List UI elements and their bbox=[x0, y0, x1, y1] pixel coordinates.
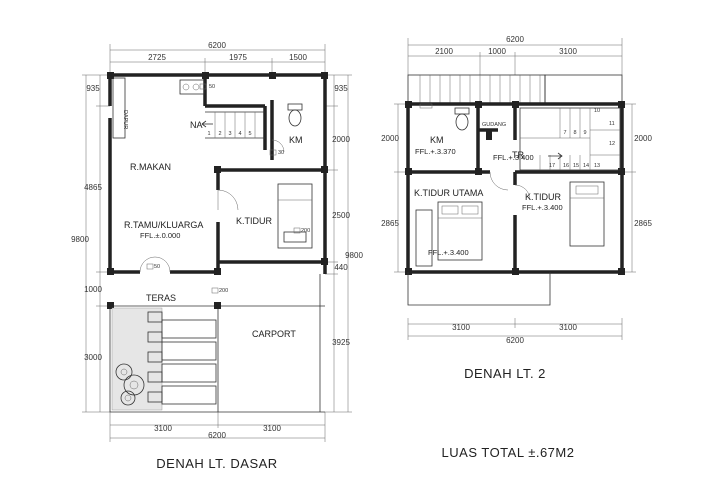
ground-dim-top-total: 6200 bbox=[208, 41, 226, 50]
ground-dim-bottom-a: 3100 bbox=[154, 424, 172, 433]
second-room-k-tidur-utama-ffl: FFL.+.3.400 bbox=[428, 248, 469, 257]
ground-paving bbox=[111, 307, 217, 411]
second-dim-top-a: 2100 bbox=[435, 47, 453, 56]
second-floor-caption: DENAH LT. 2 bbox=[464, 366, 546, 381]
ground-room-km: KM bbox=[289, 135, 303, 145]
ground-room-dapur: DAPUR bbox=[122, 110, 128, 129]
ground-columns bbox=[107, 72, 328, 309]
second-toilet-icon bbox=[419, 103, 470, 131]
ground-room-ffl: FFL.±.0.000 bbox=[140, 231, 180, 240]
ground-dim-left-d: 3000 bbox=[84, 353, 102, 362]
second-bed-icon bbox=[569, 181, 605, 247]
second-dim-top-b: 1000 bbox=[488, 47, 506, 56]
second-stair-step-16: 16 bbox=[563, 163, 569, 169]
ground-dim-left-total: 9800 bbox=[71, 235, 89, 244]
ground-bed-icon bbox=[277, 183, 313, 249]
ground-stair-step-2: 2 bbox=[218, 131, 221, 137]
ground-room-teras: TERAS bbox=[146, 293, 176, 303]
second-dim-bottom-a: 3100 bbox=[452, 323, 470, 332]
second-stair-step-11: 11 bbox=[609, 121, 615, 127]
second-dim-left-b: 2865 bbox=[381, 219, 399, 228]
second-balcony-outline bbox=[407, 272, 551, 306]
second-bottom-dimensions: 3100 3100 6200 bbox=[407, 318, 623, 345]
second-stair-step-7: 7 bbox=[563, 130, 566, 136]
ground-dim-right-c: 2500 bbox=[332, 211, 350, 220]
second-dim-right-b: 2865 bbox=[634, 219, 652, 228]
second-dim-left-a: 2000 bbox=[381, 134, 399, 143]
ground-stair-step-5: 5 bbox=[248, 131, 251, 137]
ground-right-dimensions: 935 2000 2500 440 3925 9800 bbox=[325, 74, 363, 413]
ground-tag-30: 30 bbox=[278, 150, 284, 156]
ground-tag-50b: 50 bbox=[154, 264, 160, 270]
ground-dim-top-b: 1975 bbox=[229, 53, 247, 62]
second-roof-void bbox=[407, 74, 623, 104]
second-room-k-tidur-utama: K.TIDUR UTAMA bbox=[414, 188, 483, 198]
ground-dim-right-d: 440 bbox=[334, 263, 348, 272]
ground-stair-step-1: 1 bbox=[207, 131, 210, 137]
ground-stair: 1 2 3 4 5 bbox=[201, 112, 256, 138]
second-stair: 7 8 9 10 11 12 13 14 15 16 17 bbox=[519, 107, 621, 171]
ground-fixture-tags: 50 30 50 200 200 bbox=[146, 83, 310, 294]
ground-dim-top-c: 1500 bbox=[289, 53, 307, 62]
ground-dim-right-total: 9800 bbox=[345, 251, 363, 260]
ground-floor-caption: DENAH LT. DASAR bbox=[156, 456, 277, 471]
second-columns bbox=[405, 101, 625, 275]
ground-dim-right-b: 2000 bbox=[332, 135, 350, 144]
second-stair-step-13: 13 bbox=[594, 163, 600, 169]
ground-top-dimensions: 6200 2725 1975 1500 bbox=[109, 41, 326, 75]
ground-stair-step-3: 3 bbox=[228, 131, 231, 137]
second-room-gudang: GUDANG bbox=[482, 122, 506, 128]
ground-dim-left-a: 935 bbox=[86, 84, 100, 93]
second-master-bed-icon bbox=[415, 201, 483, 267]
second-dim-top-c: 3100 bbox=[559, 47, 577, 56]
total-area-label: LUAS TOTAL ±.67M2 bbox=[442, 445, 575, 460]
ground-doors bbox=[139, 139, 285, 273]
second-stair-step-15: 15 bbox=[573, 163, 579, 169]
ground-dim-left-c: 1000 bbox=[84, 285, 102, 294]
second-dim-bottom-b: 3100 bbox=[559, 323, 577, 332]
ground-room-r-tamu: R.TAMU/KLUARGA bbox=[124, 220, 203, 230]
ground-dim-bottom-b: 3100 bbox=[263, 424, 281, 433]
second-top-dimensions: 6200 2100 1000 3100 bbox=[407, 35, 623, 75]
ground-stair-step-4: 4 bbox=[238, 131, 241, 137]
ground-room-r-makan: R.MAKAN bbox=[130, 162, 171, 172]
second-floor-plan: 6200 2100 1000 3100 2000 2865 2000 2865 bbox=[381, 35, 652, 460]
ground-tag-200b: 200 bbox=[301, 228, 310, 234]
ground-dim-top-a: 2725 bbox=[148, 53, 166, 62]
ground-tag-50a: 50 bbox=[209, 84, 215, 90]
second-stair-step-12: 12 bbox=[609, 141, 615, 147]
second-doors bbox=[489, 171, 531, 201]
ground-dim-right-e: 3925 bbox=[332, 338, 350, 347]
ground-room-carport: CARPORT bbox=[252, 329, 296, 339]
second-right-dimensions: 2000 2865 bbox=[622, 103, 652, 273]
ground-left-dimensions: 935 4865 1000 3000 9800 bbox=[71, 74, 110, 413]
ground-bottom-dimensions: 3100 3100 6200 bbox=[109, 412, 326, 442]
second-dim-top-total: 6200 bbox=[506, 35, 524, 44]
ground-dim-left-b: 4865 bbox=[84, 183, 102, 192]
second-room-tr-ffl: FFL.+.3.400 bbox=[493, 153, 534, 162]
second-left-dimensions: 2000 2865 bbox=[381, 103, 408, 273]
ground-tag-200a: 200 bbox=[219, 288, 228, 294]
second-stair-step-10: 10 bbox=[594, 108, 600, 114]
ground-label-na: NA bbox=[190, 120, 203, 130]
ground-floor-plan: 6200 2725 1975 1500 935 4865 1000 3000 9… bbox=[71, 41, 363, 471]
ground-shrubs-icon bbox=[115, 363, 145, 406]
second-room-km: KM bbox=[430, 135, 444, 145]
second-dim-bottom-total: 6200 bbox=[506, 336, 524, 345]
ground-toilet-icon bbox=[287, 103, 303, 127]
second-stair-step-17: 17 bbox=[549, 163, 555, 169]
ground-dim-right-a: 935 bbox=[334, 84, 348, 93]
second-room-km-ffl: FFL.+.3.370 bbox=[415, 147, 456, 156]
ground-dim-bottom-total: 6200 bbox=[208, 431, 226, 440]
second-stair-step-14: 14 bbox=[583, 163, 589, 169]
second-room-k-tidur-ffl: FFL.+.3.400 bbox=[522, 203, 563, 212]
second-stair-step-8: 8 bbox=[573, 130, 576, 136]
ground-room-k-tidur: K.TIDUR bbox=[236, 216, 273, 226]
second-room-tr: TR bbox=[512, 150, 524, 160]
second-stair-step-9: 9 bbox=[583, 130, 586, 136]
second-dim-right-a: 2000 bbox=[634, 134, 652, 143]
second-room-k-tidur: K.TIDUR bbox=[525, 192, 562, 202]
ground-kitchen-counter bbox=[112, 77, 205, 139]
